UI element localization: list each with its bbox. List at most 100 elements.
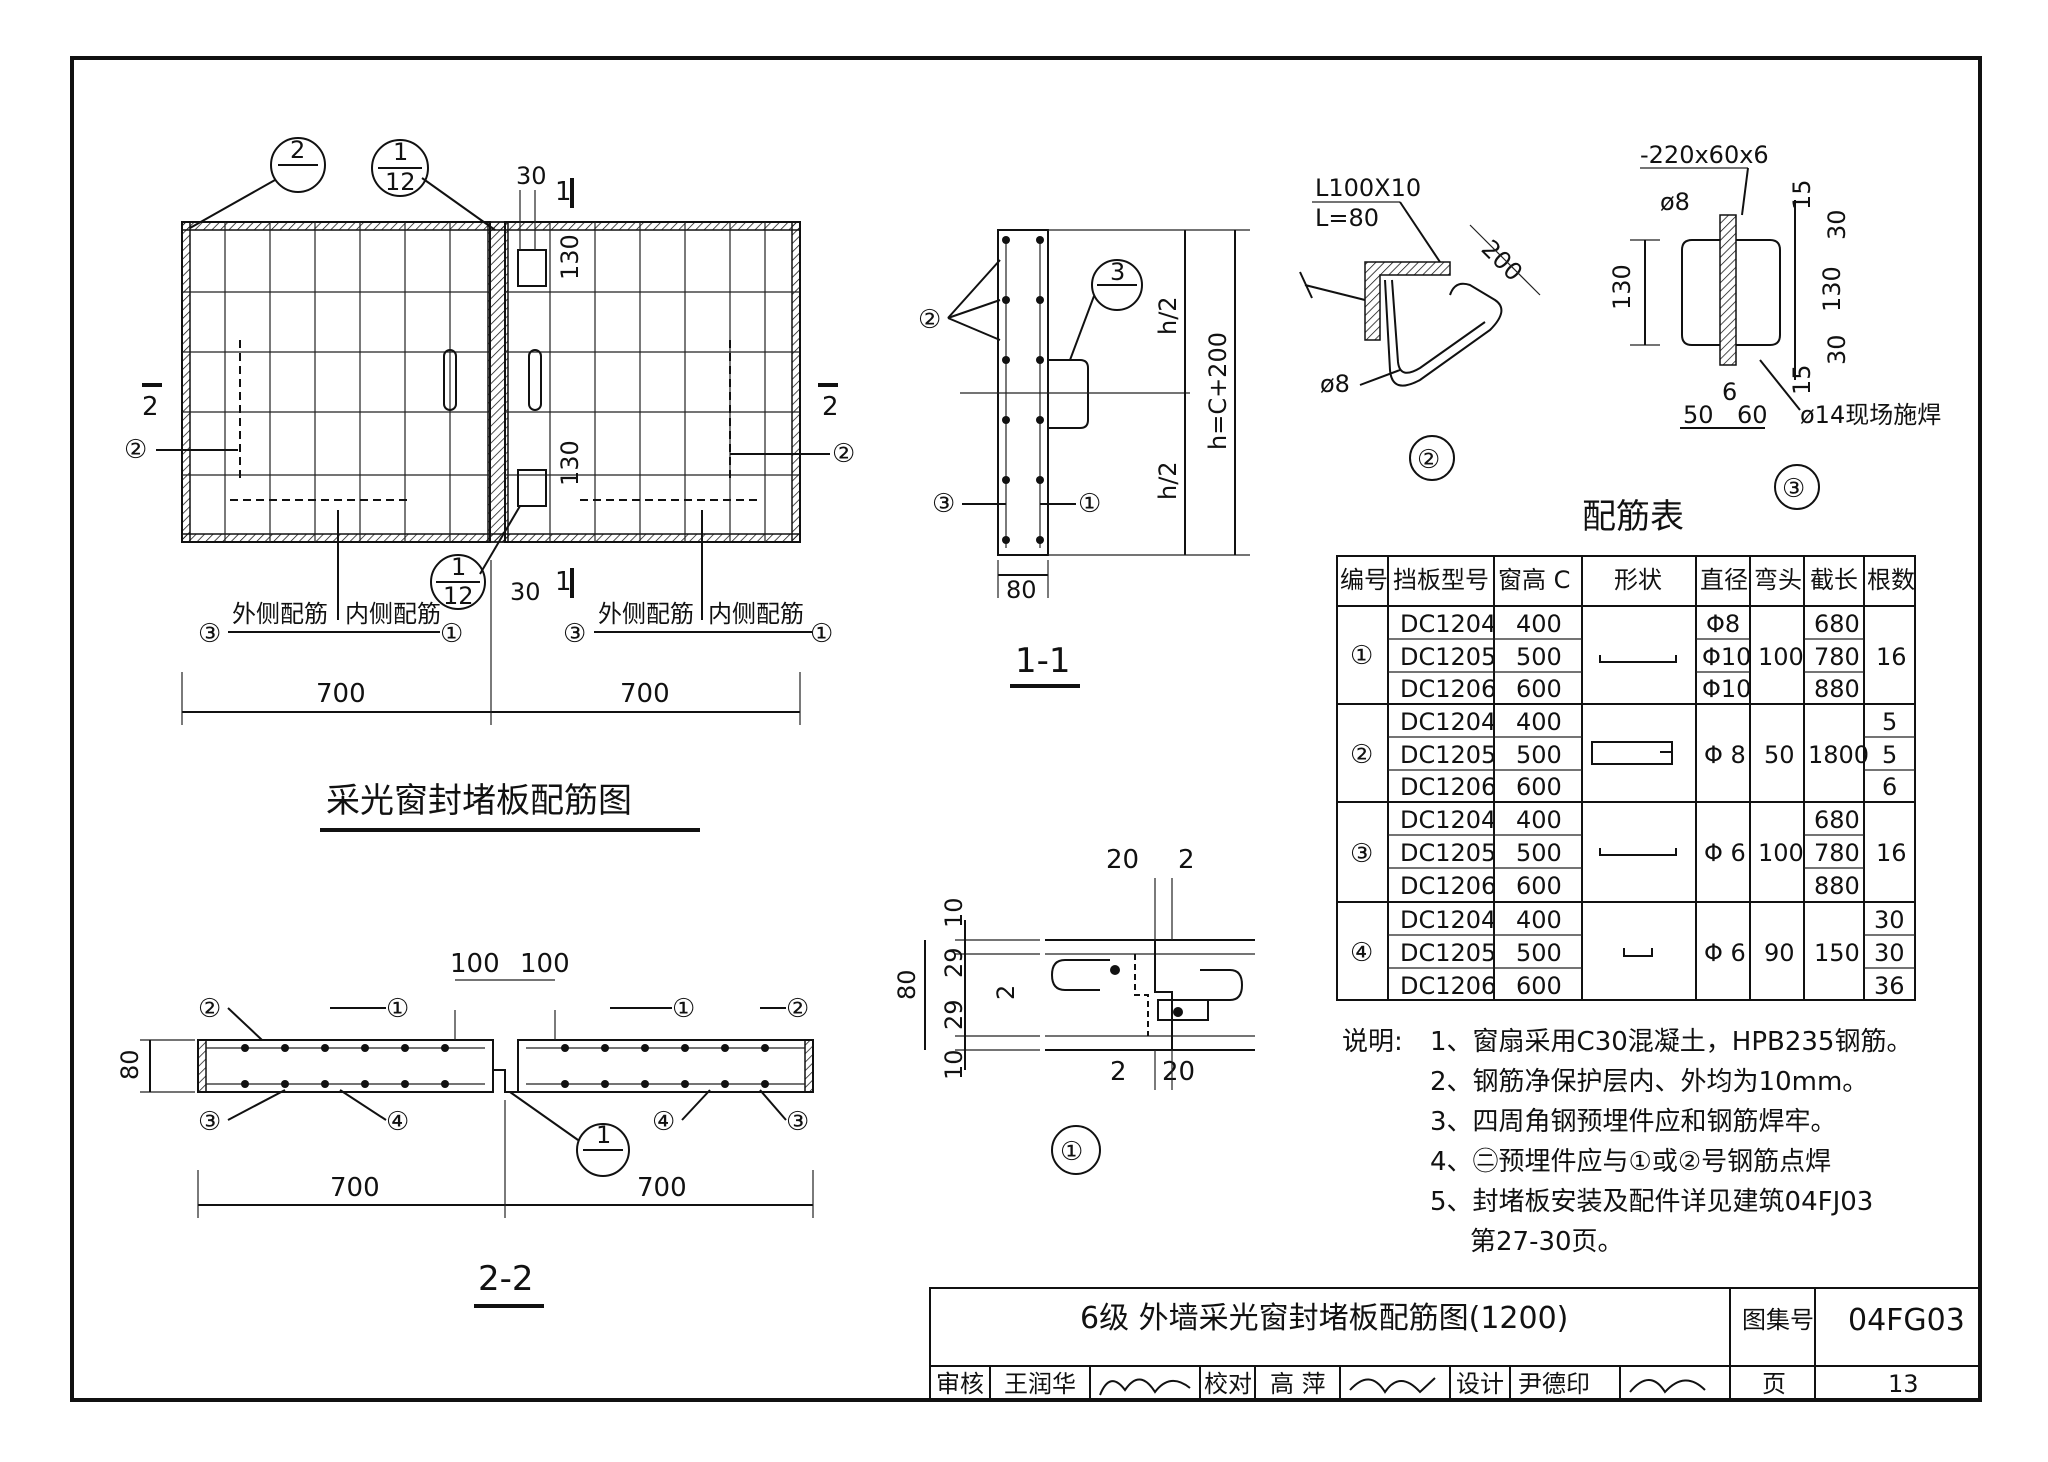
g3-bend: 100 bbox=[1758, 839, 1804, 867]
g2-no: ② bbox=[1350, 740, 1373, 770]
g1-r1-h: 400 bbox=[1516, 610, 1562, 638]
s22-mark-2-right: ② bbox=[786, 994, 809, 1024]
g3-r2-h: 500 bbox=[1516, 839, 1562, 867]
plan-mark-1-right: ① bbox=[810, 619, 833, 649]
plan-callout-1-12-bot-den: 12 bbox=[443, 582, 474, 610]
d1-mark: ① bbox=[1060, 1137, 1083, 1167]
note-2: 2、钢筋净保护层内、外均为10mm。 bbox=[1430, 1067, 1868, 1097]
section-1-1: 3 ② ③ ① 80 h/2 h/2 h=C+200 1-1 bbox=[918, 229, 1250, 688]
section-2-2: 100 100 80 ② ① ① ② ③ ④ ④ ③ 1 700 700 2-2 bbox=[116, 949, 814, 1308]
d1-dim-29-a: 29 bbox=[940, 947, 968, 978]
g1-r3-l: 880 bbox=[1814, 675, 1860, 703]
tb-review-label: 审核 bbox=[936, 1370, 984, 1398]
s22-callout-1: 1 bbox=[596, 1121, 611, 1149]
g3-count: 16 bbox=[1876, 839, 1907, 867]
d3-weld: ø14现场施焊 bbox=[1800, 401, 1941, 429]
g2-bend: 50 bbox=[1764, 741, 1795, 769]
g1-r1-model: DC1204 bbox=[1400, 610, 1496, 638]
rebar-table: 配筋表 编号 挡板型号 窗 bbox=[1336, 497, 1916, 1001]
plan-dim-130-a: 130 bbox=[556, 234, 584, 280]
detail-3: -220x60x6 ø8 130 15 30 130 30 15 50 6 60… bbox=[1608, 141, 1941, 510]
d1-dim-2-bottom: 2 bbox=[1110, 1057, 1127, 1087]
plan-section-1-top: 1 bbox=[555, 177, 572, 207]
s11-mark-3: ③ bbox=[932, 489, 955, 519]
plan-outer-rebar-right: 外侧配筋 bbox=[598, 600, 694, 628]
th-count: 根数 bbox=[1867, 566, 1915, 594]
s22-mark-4-right: ④ bbox=[652, 1107, 675, 1137]
d2-dim-200: 200 bbox=[1476, 234, 1528, 286]
plan-mark-2-right: ② bbox=[832, 439, 855, 469]
g2-length: 1800 bbox=[1808, 741, 1869, 769]
s11-h-half-bottom: h/2 bbox=[1154, 461, 1182, 500]
th-length: 截长 bbox=[1810, 566, 1858, 594]
d3-bar-top: ø8 bbox=[1660, 188, 1690, 216]
d3-dim-30-top: 30 bbox=[1823, 209, 1851, 240]
d3-dim-60: 60 bbox=[1737, 401, 1768, 429]
g1-no: ① bbox=[1350, 641, 1373, 671]
tb-design-label: 设计 bbox=[1456, 1370, 1504, 1398]
d3-dim-30-bottom: 30 bbox=[1823, 334, 1851, 365]
g2-r1-h: 400 bbox=[1516, 708, 1562, 736]
d3-dim-6: 6 bbox=[1722, 378, 1737, 406]
g1-r2-model: DC1205 bbox=[1400, 643, 1496, 671]
g2-count-3: 6 bbox=[1882, 773, 1897, 801]
title-block: 6级 外墙采光窗封堵板配筋图(1200) 图集号 04FG03 审核 王润华 校… bbox=[929, 1287, 1981, 1401]
g1-r2-h: 500 bbox=[1516, 643, 1562, 671]
th-height: 窗高 C bbox=[1498, 566, 1570, 594]
plan-mark-2-left: ② bbox=[124, 435, 147, 465]
g3-r3-h: 600 bbox=[1516, 872, 1562, 900]
g4-count-2: 30 bbox=[1874, 939, 1905, 967]
plan-section-2-left: 2 bbox=[142, 392, 159, 422]
d3-dim-130-right: 130 bbox=[1818, 266, 1846, 312]
s22-dim-700-left: 700 bbox=[330, 1173, 380, 1203]
d3-dim-50: 50 bbox=[1683, 401, 1714, 429]
plan-inner-rebar-right: 内侧配筋 bbox=[708, 600, 804, 628]
s22-mark-1-right: ① bbox=[672, 994, 695, 1024]
g2-r2-model: DC1205 bbox=[1400, 741, 1496, 769]
detail-1: 20 2 10 29 29 10 80 2 2 20 ① bbox=[893, 845, 1255, 1175]
g3-no: ③ bbox=[1350, 839, 1373, 869]
plan-callout-1-12-den: 12 bbox=[385, 168, 416, 196]
th-bend: 弯头 bbox=[1754, 566, 1802, 594]
s22-dim-100-a: 100 bbox=[450, 949, 500, 979]
checker-signature bbox=[1349, 1377, 1436, 1394]
detail-2: L100X10 L=80 200 ø8 ② bbox=[1299, 174, 1541, 481]
d3-mark: ③ bbox=[1782, 474, 1805, 504]
table-title: 配筋表 bbox=[1582, 497, 1684, 537]
tb-page-label: 页 bbox=[1762, 1370, 1786, 1398]
g2-count-1: 5 bbox=[1882, 708, 1897, 736]
g3-dia: Φ 6 bbox=[1704, 839, 1746, 867]
note-6: 第27-30页。 bbox=[1470, 1227, 1624, 1257]
tb-page-no: 13 bbox=[1888, 1370, 1919, 1398]
d1-dim-20-bottom: 20 bbox=[1162, 1057, 1195, 1087]
th-no: 编号 bbox=[1340, 566, 1388, 594]
g3-r1-l: 680 bbox=[1814, 806, 1860, 834]
d1-dim-2-top: 2 bbox=[1178, 845, 1195, 875]
plan-callout-1-12-bot-num: 1 bbox=[451, 553, 466, 581]
s22-mark-3-left: ③ bbox=[198, 1107, 221, 1137]
g3-r1-h: 400 bbox=[1516, 806, 1562, 834]
notes: 说明: 1、窗扇采用C30混凝土，HPB235钢筋。 2、钢筋净保护层内、外均为… bbox=[1342, 1027, 1912, 1257]
note-5: 5、封堵板安装及配件详见建筑04FJ03 bbox=[1430, 1187, 1873, 1217]
g4-r2-model: DC1205 bbox=[1400, 939, 1496, 967]
plan-section-2-right: 2 bbox=[822, 392, 839, 422]
g4-r1-model: DC1204 bbox=[1400, 906, 1496, 934]
d1-dim-80: 80 bbox=[893, 969, 921, 1000]
notes-label: 说明: bbox=[1342, 1027, 1403, 1057]
tb-check-label: 校对 bbox=[1204, 1370, 1252, 1398]
s11-dim-80: 80 bbox=[1006, 576, 1037, 604]
g2-count-2: 5 bbox=[1882, 741, 1897, 769]
s11-h-half-top: h/2 bbox=[1154, 296, 1182, 335]
plan-callout-1-12-num: 1 bbox=[393, 138, 408, 166]
g1-r2-d: Φ10 bbox=[1702, 643, 1751, 671]
s22-mark-4-left: ④ bbox=[386, 1107, 409, 1137]
plan-section-1-bottom: 1 bbox=[555, 567, 572, 597]
g4-length: 150 bbox=[1814, 939, 1860, 967]
d2-mark: ② bbox=[1417, 445, 1440, 475]
th-dia: 直径 bbox=[1700, 566, 1748, 594]
g4-r3-model: DC1206 bbox=[1400, 972, 1496, 1000]
tb-checker: 高 萍 bbox=[1270, 1370, 1326, 1398]
plan-dim-130-b: 130 bbox=[556, 440, 584, 486]
s11-title: 1-1 bbox=[1015, 641, 1071, 681]
